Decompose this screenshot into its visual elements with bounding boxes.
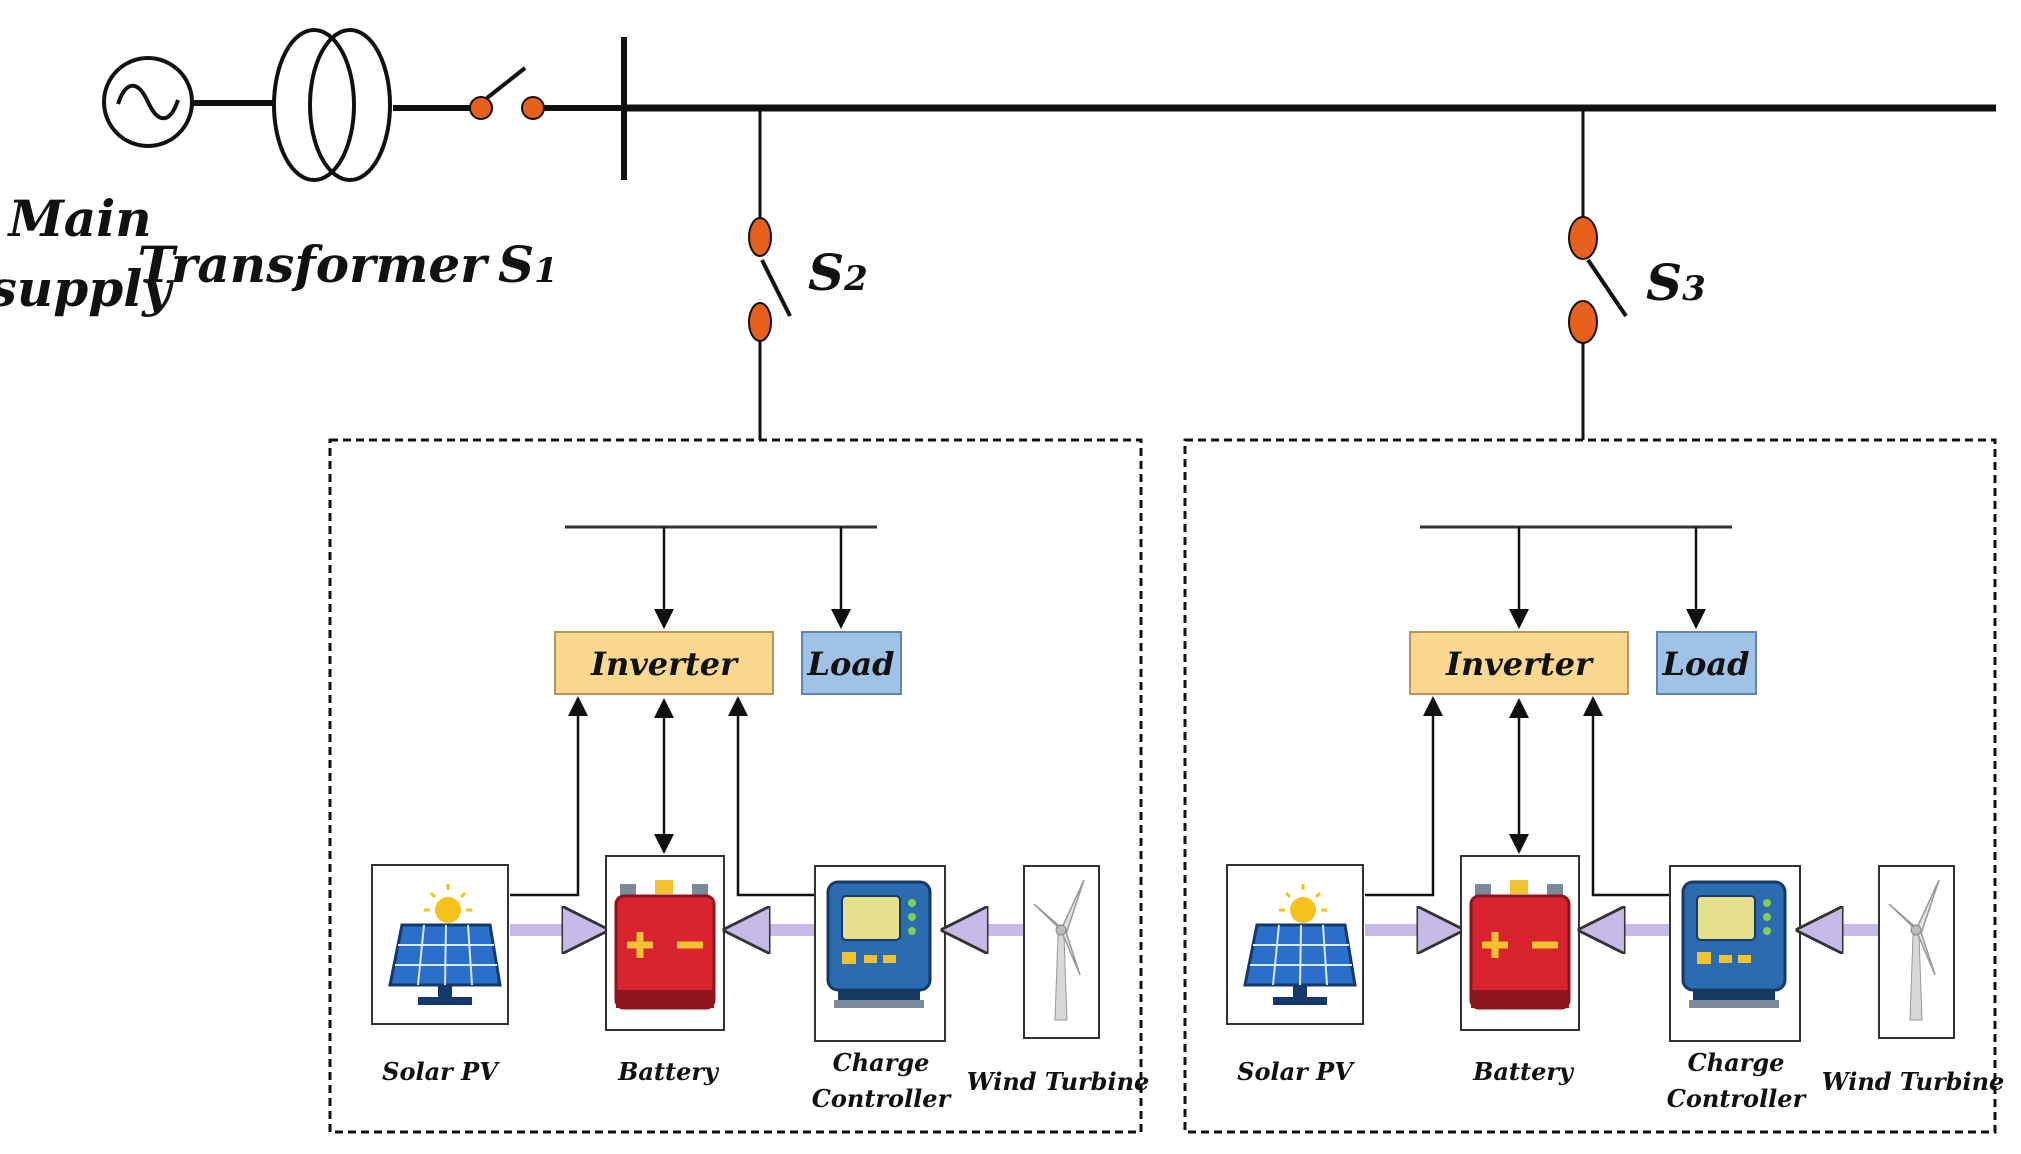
switch-s3-letter: S [1646,253,1682,312]
switch-s2 [748,217,792,342]
load-label: Load [807,645,895,683]
microgrid-2: Inverter Load [1183,438,2005,1134]
inverter-label: Inverter [590,645,739,683]
wind-turbine-label: Wind Turbine [1822,1067,2005,1096]
wind-turbine-icon [1033,879,1085,1021]
solar-pv-label: Solar PV [382,1057,500,1086]
charge-controller-icon [1681,880,1787,1008]
transformer-label: Transformer [137,235,490,294]
load-label: Load [1662,645,1750,683]
charge-controller-label-line2: Controller [812,1084,953,1113]
microgrid-1-boundary [328,438,1143,1134]
solar-to-inverter-line [1365,696,1443,897]
solar-pv-label: Solar PV [1237,1057,1355,1086]
controller-to-inverter-line [728,696,815,897]
charge-controller-label-line1: Charge [833,1048,930,1077]
switch-s3-label: S3 [1646,253,1706,312]
battery-icon [1469,880,1571,1010]
switch-s2-label: S2 [808,243,868,302]
ac-sine-icon [116,83,180,121]
battery-icon [614,880,716,1010]
switch-s3 [1568,216,1628,344]
charge-controller-icon [826,880,932,1008]
load-box [1656,631,1757,695]
inverter-box [554,631,774,695]
controller-to-inverter-line [1583,696,1670,897]
wind-turbine-label: Wind Turbine [967,1067,1150,1096]
switch-s3-subscript: 3 [1682,269,1706,309]
switch-s1-subscript: 1 [534,251,558,291]
battery-label: Battery [617,1057,720,1086]
main-supply-source [102,56,194,148]
battery-label: Battery [1472,1057,1575,1086]
load-box [801,631,902,695]
inverter-label: Inverter [1445,645,1594,683]
solar-panel-icon [1243,884,1357,1005]
switch-s2-letter: S [808,243,844,302]
microgrid-1: Inverter Load [328,438,1150,1134]
wind-turbine-icon [1888,879,1940,1021]
switch-s2-subscript: 2 [843,259,868,299]
microgrid-2-boundary [1183,438,1997,1134]
main-supply-label-line1: Main [6,189,151,248]
main-supply-label-line2: supply [0,259,174,318]
switch-s1 [469,66,545,120]
charge-controller-label-line1: Charge [1688,1048,1785,1077]
inverter-box [1409,631,1629,695]
switch-s1-letter: S [498,235,534,294]
charge-controller-label-line2: Controller [1667,1084,1808,1113]
solar-panel-icon [388,884,502,1005]
solar-to-inverter-line [510,696,588,897]
transformer-symbol [272,28,392,182]
switch-s1-label: S1 [498,235,558,294]
